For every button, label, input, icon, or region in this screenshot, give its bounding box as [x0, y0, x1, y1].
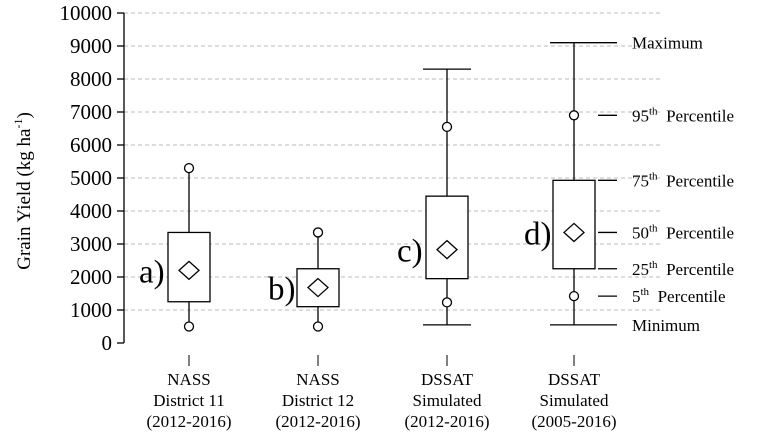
p5-point — [312, 321, 324, 332]
legend-label: 95th Percentile — [632, 105, 734, 125]
box-tag: c) — [397, 234, 423, 270]
y-tick-label: 5000 — [70, 166, 112, 190]
category-label: NASS — [167, 370, 210, 389]
legend-label: Maximum — [632, 34, 703, 53]
y-tick-label: 6000 — [70, 133, 112, 157]
box-group: a) — [139, 162, 211, 332]
y-tick-label: 9000 — [70, 34, 112, 58]
p5-point — [441, 297, 453, 308]
category-label: (2005-2016) — [532, 412, 617, 431]
box-tag: b) — [268, 272, 296, 308]
percentile-legend: Maximum 95th Percentile 75th Percentile 50t… — [598, 34, 734, 335]
boxes: a) b) c) d) — [139, 42, 598, 332]
y-tick-label: 0 — [102, 331, 113, 355]
gridlines — [124, 12, 660, 311]
y-tick-label: 10000 — [60, 1, 113, 25]
y-axis-title-sup: -1 — [11, 119, 25, 129]
category-labels: NASS District 11 (2012-2016) NASS District 1… — [147, 355, 617, 431]
category-label: District 12 — [282, 391, 354, 410]
box-tag: d) — [524, 216, 552, 252]
category-label: (2012-2016) — [276, 412, 361, 431]
median-diamond — [436, 239, 458, 260]
y-tick-label: 1000 — [70, 298, 112, 322]
box-group: d) — [524, 42, 598, 326]
category-label: District 11 — [153, 391, 225, 410]
category-label: Simulated — [540, 391, 609, 410]
median-diamond — [563, 222, 585, 243]
legend-label: Minimum — [632, 316, 700, 335]
box-tag: a) — [139, 254, 165, 290]
y-axis-title-end: ) — [14, 112, 35, 118]
iqr-box — [296, 268, 340, 308]
y-tick-label: 3000 — [70, 232, 112, 256]
iqr-box — [425, 195, 469, 280]
legend-label: 50th Percentile — [632, 222, 734, 242]
category-label: (2012-2016) — [147, 412, 232, 431]
y-axis — [117, 12, 125, 344]
p5-point — [183, 321, 195, 332]
category-label: Simulated — [413, 391, 482, 410]
box-group: b) — [268, 227, 340, 332]
category-label: (2012-2016) — [405, 412, 490, 431]
y-axis-title: Grain Yield (kg ha-1) — [11, 112, 35, 270]
p95-point — [183, 162, 195, 174]
y-tick-label: 8000 — [70, 67, 112, 91]
y-tick-label: 2000 — [70, 265, 112, 289]
y-tick-label: 7000 — [70, 100, 112, 124]
p95-point — [441, 121, 453, 132]
y-axis-title-main: Grain Yield (kg ha — [14, 128, 35, 270]
legend-label: 75th Percentile — [632, 170, 734, 190]
median-diamond — [178, 260, 200, 281]
category-label: DSSAT — [548, 370, 601, 389]
category-label: DSSAT — [421, 370, 474, 389]
median-diamond — [307, 277, 329, 298]
p5-point — [568, 290, 580, 302]
category-label: NASS — [296, 370, 339, 389]
box-group: c) — [397, 68, 471, 326]
y-tick-label: 4000 — [70, 199, 112, 223]
p95-point — [568, 110, 580, 121]
y-tick-labels: 0 1000 2000 3000 4000 5000 6000 7000 8000 9000 100… — [60, 1, 113, 355]
p95-point — [312, 227, 324, 238]
legend-label: 25th Percentile — [632, 259, 734, 279]
legend-label: 5th Percentile — [632, 286, 726, 306]
